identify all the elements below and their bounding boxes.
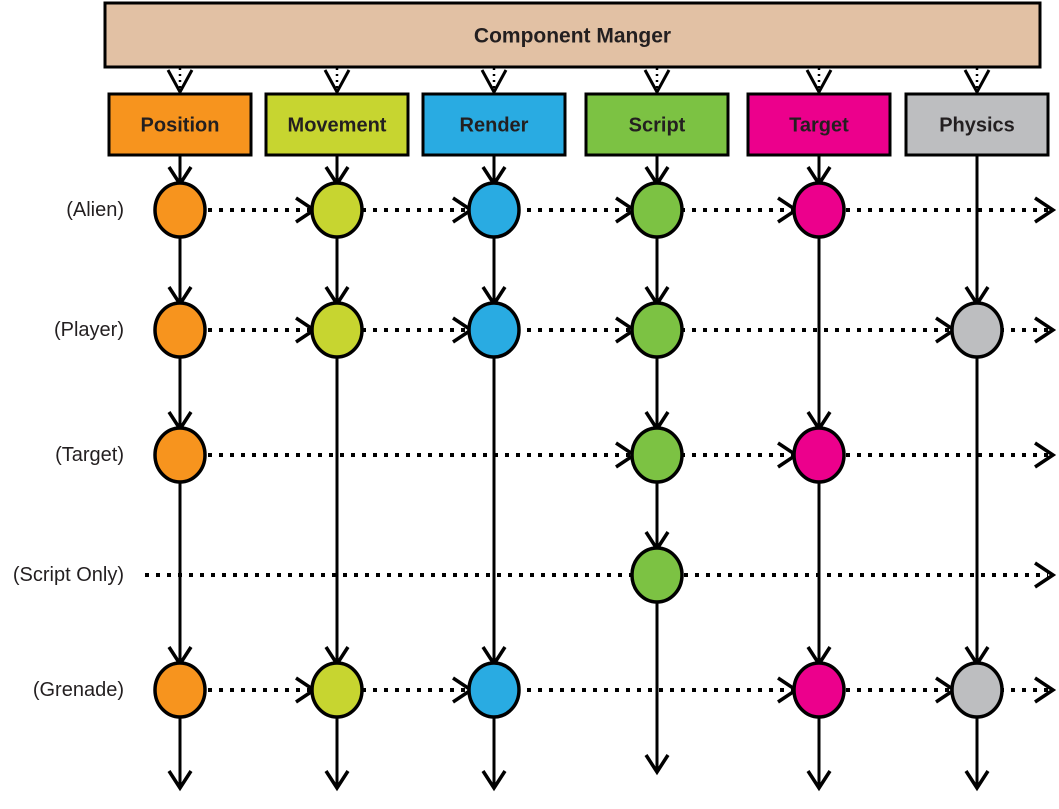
circle-alien-position (153, 181, 207, 239)
component-box-script (584, 92, 730, 157)
circle-grenade-position (153, 661, 207, 719)
manager-to-position-arrowhead-icon (166, 69, 194, 96)
circle-player-render (467, 301, 521, 359)
circle-grenade-render (467, 661, 521, 719)
circle-script_only-script (630, 546, 684, 604)
circle-player-movement (310, 301, 364, 359)
circle-target-script (630, 426, 684, 484)
component-box-render (421, 92, 567, 157)
circle-player-script (630, 301, 684, 359)
circle-grenade-movement (310, 661, 364, 719)
component-label-position: Position (141, 115, 220, 137)
entity-label-alien: (Alien) (66, 199, 124, 221)
entity-label-player: (Player) (54, 319, 124, 341)
circle-alien-render (467, 181, 521, 239)
row-target-end-arrowhead-icon (1034, 441, 1057, 469)
component-manager-box (103, 1, 1042, 69)
column-position-end-arrowhead-icon (167, 770, 193, 792)
component-label-render: Render (460, 115, 529, 137)
row-script_only-end-arrowhead-icon (1034, 561, 1057, 589)
row-grenade-end-arrowhead-icon (1034, 676, 1057, 704)
column-script-end-arrowhead-icon (644, 754, 670, 776)
circle-target-position (153, 426, 207, 484)
circle-target-target (792, 426, 846, 484)
row-alien-end-arrowhead-icon (1034, 196, 1057, 224)
row-player-end-arrowhead-icon (1034, 316, 1057, 344)
manager-to-movement-arrowhead-icon (323, 69, 351, 96)
column-physics-end-arrowhead-icon (964, 770, 990, 792)
entity-label-script_only: (Script Only) (13, 564, 124, 586)
component-box-target (746, 92, 892, 157)
circle-player-position (153, 301, 207, 359)
circle-grenade-target (792, 661, 846, 719)
column-movement-end-arrowhead-icon (324, 770, 350, 792)
circle-alien-script (630, 181, 684, 239)
manager-to-physics-arrowhead-icon (963, 69, 991, 96)
entity-label-target: (Target) (55, 444, 124, 466)
component-manager-title: Component Manger (474, 25, 671, 48)
component-box-position (107, 92, 253, 157)
circle-player-physics (950, 301, 1004, 359)
component-box-physics (904, 92, 1050, 157)
column-render-end-arrowhead-icon (481, 770, 507, 792)
column-target-end-arrowhead-icon (806, 770, 832, 792)
component-box-movement (264, 92, 410, 157)
circle-alien-movement (310, 181, 364, 239)
manager-to-target-arrowhead-icon (805, 69, 833, 96)
circle-alien-target (792, 181, 846, 239)
manager-to-render-arrowhead-icon (480, 69, 508, 96)
component-label-script: Script (629, 115, 686, 137)
component-label-movement: Movement (288, 115, 387, 137)
circle-grenade-physics (950, 661, 1004, 719)
component-label-physics: Physics (939, 115, 1015, 137)
component-label-target: Target (789, 115, 849, 137)
entity-label-grenade: (Grenade) (33, 679, 124, 701)
manager-to-script-arrowhead-icon (643, 69, 671, 96)
